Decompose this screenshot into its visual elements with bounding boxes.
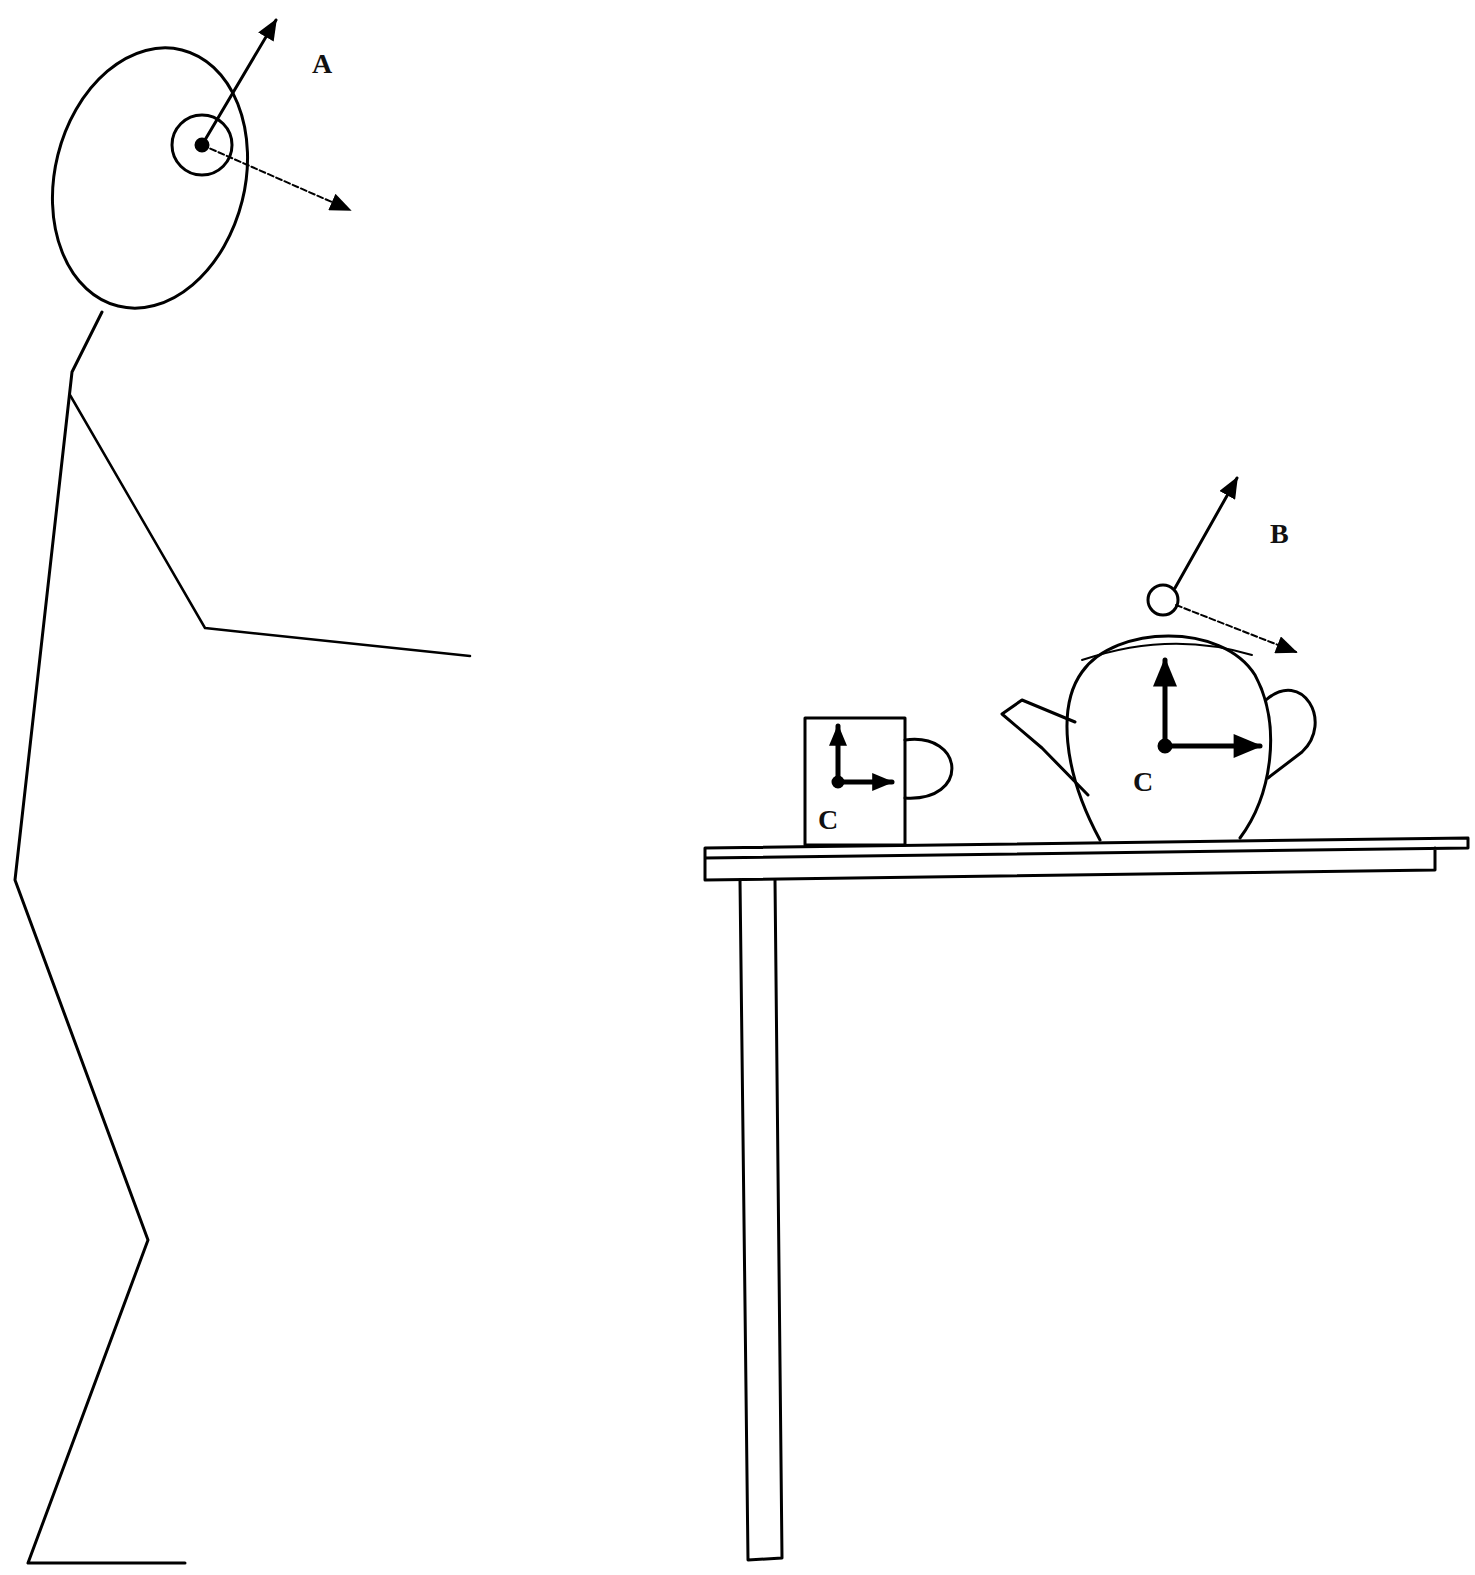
frame-label: A xyxy=(312,50,332,78)
axis-arrow xyxy=(1163,660,1168,746)
axis-arrow xyxy=(1175,478,1237,588)
axis-arrow xyxy=(202,145,350,210)
axis-arrow xyxy=(1176,605,1296,652)
frame-label: C xyxy=(818,806,838,834)
axis-arrow xyxy=(1165,744,1260,749)
head xyxy=(26,27,274,329)
frame-label: C xyxy=(1133,768,1153,796)
frame-label: B xyxy=(1270,520,1289,548)
axis-arrow xyxy=(836,726,841,782)
axis-arrow xyxy=(202,20,276,145)
frame-origin xyxy=(833,777,843,787)
teapot-spout xyxy=(1002,700,1088,795)
table-leg xyxy=(740,880,782,1560)
teapot-body xyxy=(1067,636,1271,840)
frame-origin xyxy=(1159,740,1171,752)
cup-handle xyxy=(905,739,952,798)
body xyxy=(15,312,185,1563)
arm xyxy=(70,395,470,656)
axis-arrow xyxy=(838,780,892,785)
cup xyxy=(805,718,905,845)
teapot-handle xyxy=(1266,690,1315,778)
teapot-lid xyxy=(1082,644,1252,660)
lid-knob xyxy=(1148,585,1178,615)
